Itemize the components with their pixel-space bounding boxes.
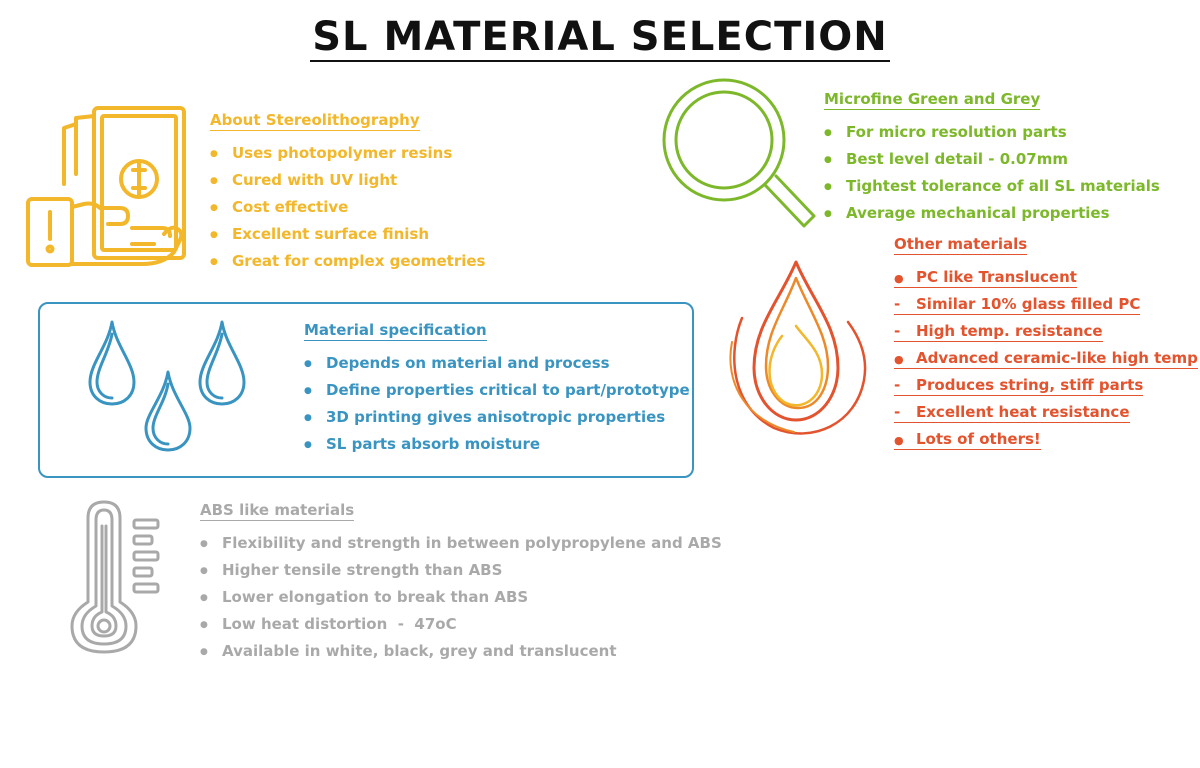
- list-item: Cured with UV light: [210, 167, 485, 194]
- list-item: Excellent surface finish: [210, 221, 485, 248]
- list-item: Depends on material and process: [304, 350, 690, 377]
- list-item: Low heat distortion - 47oC: [200, 611, 722, 638]
- list-item: ●Lots of others!: [894, 430, 1041, 450]
- section-heading: ABS like materials: [200, 501, 355, 521]
- list-item: ●Advanced ceramic-like high temp: [894, 349, 1198, 369]
- list-item: Flexibility and strength in between poly…: [200, 530, 722, 557]
- abs-like-materials-section: ABS like materials Flexibility and stren…: [200, 500, 722, 665]
- material-specification-section: Material specification Depends on materi…: [304, 320, 690, 458]
- list-item: Best level detail - 0.07mm: [824, 146, 1160, 173]
- about-stereolithography-section: About Stereolithography Uses photopolyme…: [210, 110, 485, 275]
- list-item: Lower elongation to break than ABS: [200, 584, 722, 611]
- material-spec-box: [38, 302, 694, 478]
- other-materials-section: Other materials ●PC like Translucent -Si…: [894, 234, 1198, 453]
- money-hand-icon: [26, 106, 186, 267]
- list-item: -Produces string, stiff parts: [894, 376, 1144, 396]
- list-item: Tightest tolerance of all SL materials: [824, 173, 1160, 200]
- water-drops-icon: [88, 320, 246, 452]
- list-item: -Excellent heat resistance: [894, 403, 1130, 423]
- list-item: Available in white, black, grey and tran…: [200, 638, 722, 665]
- section-heading: Microfine Green and Grey: [824, 90, 1041, 110]
- list-item: Average mechanical properties: [824, 200, 1160, 227]
- section-heading: Material specification: [304, 321, 487, 341]
- list-item: Great for complex geometries: [210, 248, 485, 275]
- section-heading: Other materials: [894, 235, 1028, 255]
- list-item: Cost effective: [210, 194, 485, 221]
- flame-icon: [729, 260, 867, 435]
- list-item: 3D printing gives anisotropic properties: [304, 404, 690, 431]
- thermometer-icon: [70, 500, 160, 654]
- list-item: For micro resolution parts: [824, 119, 1160, 146]
- list-item: -High temp. resistance: [894, 322, 1103, 342]
- page-title: SL MATERIAL SELECTION: [310, 14, 890, 62]
- magnifier-icon: [662, 78, 816, 228]
- microfine-section: Microfine Green and Grey For micro resol…: [824, 89, 1160, 227]
- list-item: Higher tensile strength than ABS: [200, 557, 722, 584]
- list-item: ●PC like Translucent: [894, 268, 1077, 288]
- list-item: -Similar 10% glass filled PC: [894, 295, 1141, 315]
- list-item: Uses photopolymer resins: [210, 140, 485, 167]
- list-item: Define properties critical to part/proto…: [304, 377, 690, 404]
- list-item: SL parts absorb moisture: [304, 431, 690, 458]
- section-heading: About Stereolithography: [210, 111, 420, 131]
